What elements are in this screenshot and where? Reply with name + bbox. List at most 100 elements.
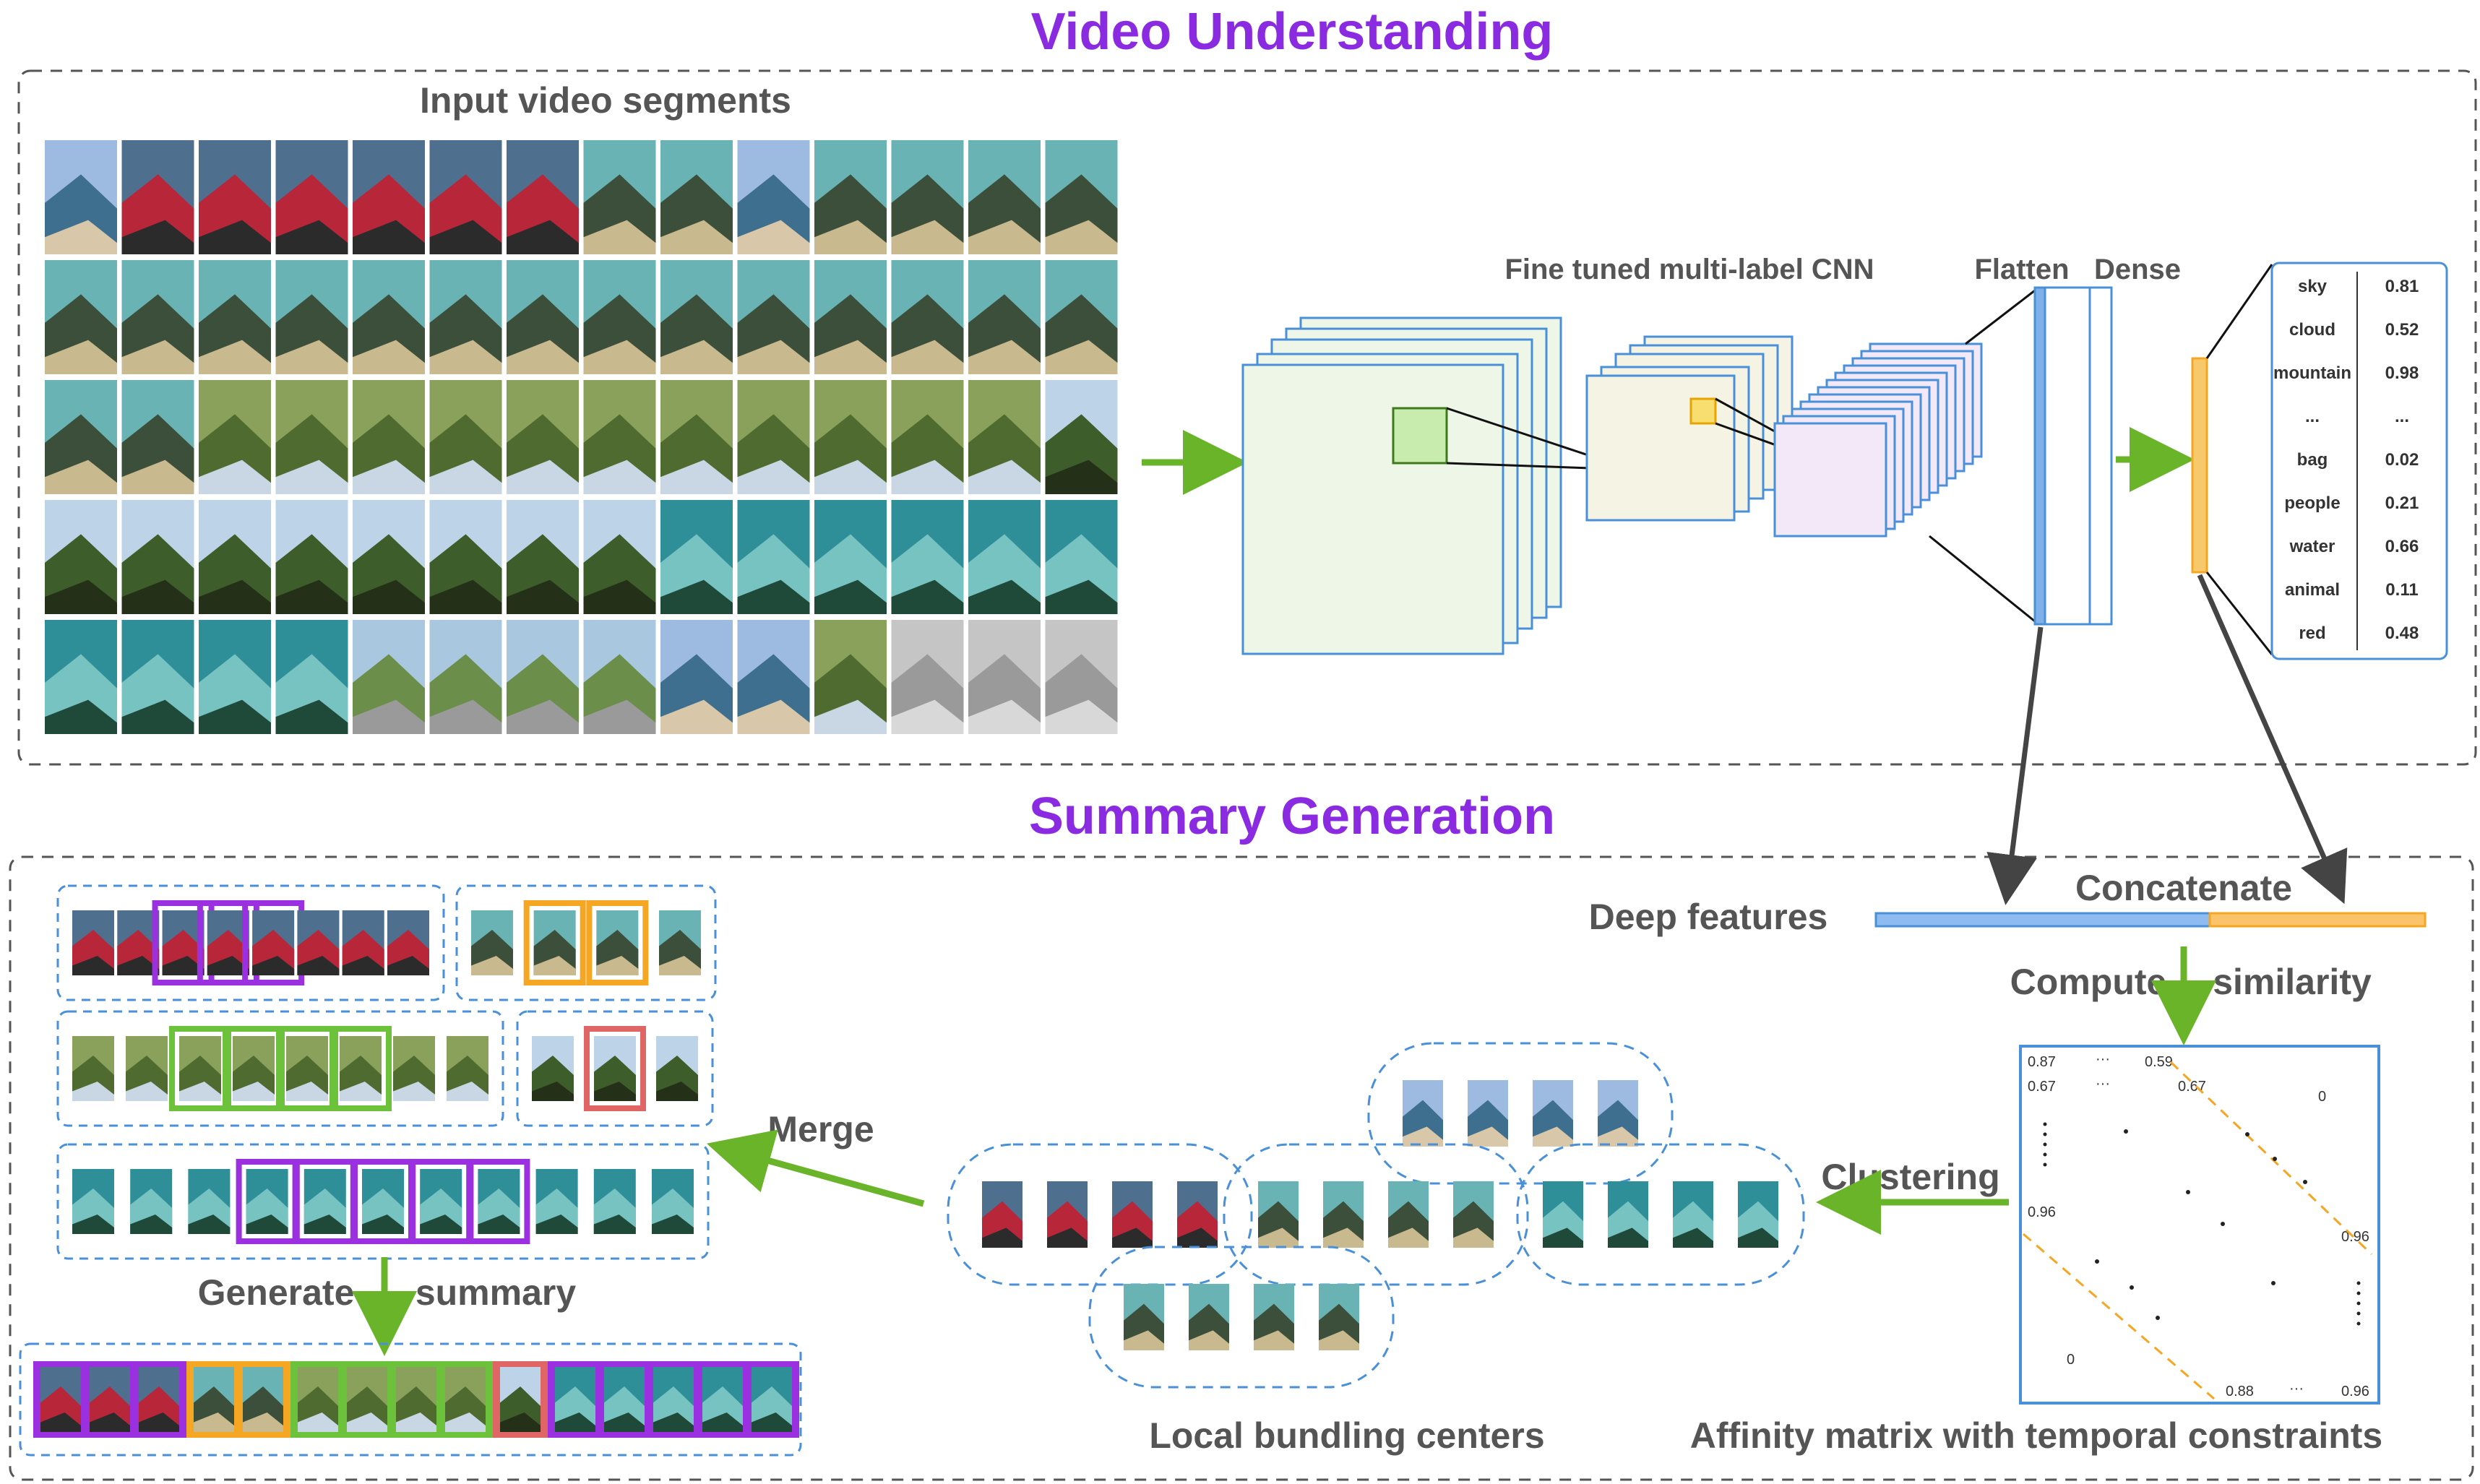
label-score-value: 0.11 — [2385, 580, 2418, 600]
video-frame-thumbnail — [429, 380, 502, 494]
bundle-cluster — [1367, 1042, 1674, 1185]
video-frame-thumbnail — [353, 500, 425, 614]
video-frame-thumbnail — [243, 1367, 283, 1432]
video-frame-thumbnail — [507, 620, 579, 734]
arrow-output-to-concatenate — [2197, 574, 2348, 905]
video-frame-thumbnail — [500, 1367, 541, 1432]
bundle-cluster — [947, 1143, 1253, 1286]
video-frame-thumbnail — [555, 1367, 595, 1432]
video-frame-thumbnail — [199, 260, 271, 374]
label-name: bag — [2297, 450, 2328, 470]
video-frame-thumbnail — [275, 620, 348, 734]
video-frame-thumbnail — [1045, 140, 1118, 254]
bundle-cluster — [1516, 1143, 1805, 1286]
video-frame-thumbnail — [737, 380, 810, 494]
video-frame-thumbnail — [752, 1367, 792, 1432]
video-frame-thumbnail — [891, 500, 964, 614]
video-frame-thumbnail — [429, 500, 502, 614]
video-frame-thumbnail — [660, 500, 733, 614]
output-link-top — [2205, 264, 2273, 359]
video-frame-thumbnail — [1598, 1080, 1638, 1147]
video-frame-thumbnail — [891, 380, 964, 494]
video-frame-thumbnail — [121, 500, 194, 614]
bundle-cluster — [1088, 1246, 1395, 1389]
video-frame-thumbnail — [478, 1169, 520, 1234]
video-frame-thumbnail — [660, 380, 733, 494]
keyframe-highlight — [468, 1159, 530, 1244]
video-frame-thumbnail — [130, 1169, 173, 1234]
final-summary — [19, 1342, 802, 1457]
video-frame-thumbnail — [583, 140, 656, 254]
video-frame-thumbnail — [1533, 1080, 1573, 1147]
svg-text:0: 0 — [2067, 1352, 2075, 1368]
video-frame-thumbnail — [1608, 1181, 1648, 1248]
merge-label: Merge — [767, 1109, 874, 1149]
video-frame-thumbnail — [188, 1169, 231, 1234]
video-frame-thumbnail — [968, 380, 1041, 494]
video-frame-thumbnail — [660, 260, 733, 374]
video-frame-thumbnail — [72, 1036, 114, 1101]
flatten-label: Flatten — [1974, 254, 2069, 285]
video-frame-thumbnail — [275, 260, 348, 374]
video-frame-thumbnail — [1045, 500, 1118, 614]
video-frame-thumbnail — [982, 1181, 1022, 1248]
video-frame-thumbnail — [583, 620, 656, 734]
compute-label: Compute — [2010, 962, 2167, 1002]
video-frame-thumbnail — [471, 910, 513, 975]
video-frame-thumbnail — [447, 1036, 488, 1101]
merged-segment-row — [516, 1010, 714, 1127]
svg-text:0.67: 0.67 — [2028, 1079, 2056, 1095]
video-frame-thumbnail — [40, 1367, 81, 1432]
video-frame-thumbnail — [968, 260, 1041, 374]
video-frame-thumbnail — [199, 380, 271, 494]
label-score-value: ... — [2395, 407, 2409, 426]
affinity-matrix-content: 0.87 ··· 0.59 0.67 ··· 0.67 0 0.96 0.96 … — [2023, 1051, 2373, 1400]
video-frame-thumbnail — [162, 910, 204, 975]
cnn-link-3a — [1965, 289, 2036, 345]
video-frame-thumbnail — [45, 380, 117, 494]
video-frame-thumbnail — [1543, 1181, 1583, 1248]
svg-text:0.96: 0.96 — [2028, 1204, 2056, 1220]
video-frame-thumbnail — [1403, 1080, 1443, 1147]
summary-generation-frame — [9, 855, 2474, 1481]
generate-label: Generate — [198, 1272, 355, 1313]
video-frame-thumbnail — [298, 1367, 338, 1432]
video-understanding-frame — [17, 69, 2477, 766]
video-frame-thumbnail — [1112, 1181, 1153, 1248]
label-score-value: 0.98 — [2385, 363, 2419, 383]
video-frame-thumbnail — [126, 1036, 168, 1101]
video-frame-thumbnail — [429, 260, 502, 374]
video-frame-thumbnail — [393, 1036, 435, 1101]
video-frame-thumbnail — [347, 1367, 387, 1432]
video-frame-thumbnail — [121, 140, 194, 254]
video-frame-thumbnail — [139, 1367, 179, 1432]
video-frame-thumbnail — [968, 620, 1041, 734]
video-frame-thumbnail — [1047, 1181, 1088, 1248]
label-score-value: 0.48 — [2385, 624, 2419, 643]
video-frame-thumbnail — [968, 140, 1041, 254]
keyframe-highlight — [330, 1026, 392, 1111]
video-frame-thumbnail — [1673, 1181, 1713, 1248]
svg-text:0.59: 0.59 — [2145, 1054, 2173, 1070]
video-frame-thumbnail — [45, 620, 117, 734]
label-name: sky — [2298, 277, 2328, 296]
merged-segment-rows — [56, 884, 717, 1260]
video-frame-thumbnail — [737, 500, 810, 614]
video-frame-thumbnail — [353, 260, 425, 374]
video-frame-thumbnail — [593, 1169, 636, 1234]
concat-deep-part — [1874, 912, 2211, 928]
video-frame-thumbnail — [660, 140, 733, 254]
final-summary-frame — [19, 1342, 802, 1457]
video-frame-thumbnail — [1045, 260, 1118, 374]
video-frame-thumbnail — [1189, 1284, 1229, 1350]
output-vector — [2191, 357, 2208, 574]
video-frame-thumbnail — [1124, 1284, 1164, 1350]
video-frame-thumbnail — [445, 1367, 486, 1432]
video-frame-thumbnail — [121, 620, 194, 734]
cnn-layer-3 — [1773, 342, 1983, 538]
video-frame-thumbnail — [702, 1367, 743, 1432]
svg-text:0.88: 0.88 — [2226, 1384, 2254, 1399]
deep-features-label: Deep features — [1589, 897, 1828, 937]
